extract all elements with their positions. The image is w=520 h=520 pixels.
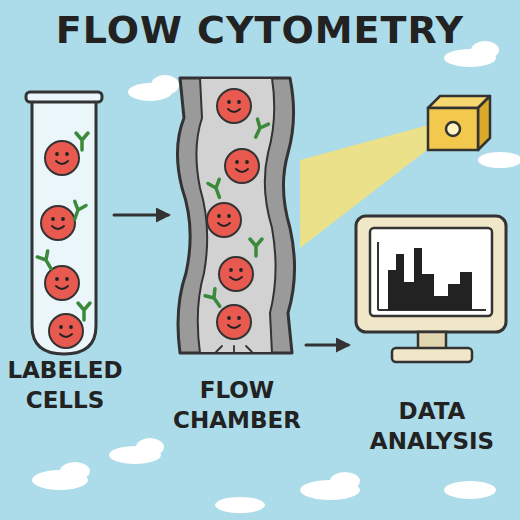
laser-beam: [300, 124, 440, 248]
flow-arrow: [306, 344, 348, 347]
computer-monitor: [352, 212, 512, 370]
illustration-node: DATA ANALYSIS: [352, 212, 512, 370]
illustration-node: LABELED CELLS: [18, 88, 110, 360]
flow-chamber: [172, 78, 302, 353]
illustration-node: FLOW CHAMBER: [172, 78, 302, 353]
laser-source: [428, 96, 490, 150]
diagram-title: FLOW CYTOMETRY: [0, 8, 520, 52]
node-label: DATA ANALYSIS: [356, 397, 508, 457]
flow-arrow: [114, 214, 168, 217]
node-label: LABELED CELLS: [0, 356, 130, 416]
node-label: FLOW CHAMBER: [160, 376, 314, 436]
test-tube: [18, 88, 110, 360]
cloud: [32, 41, 520, 513]
